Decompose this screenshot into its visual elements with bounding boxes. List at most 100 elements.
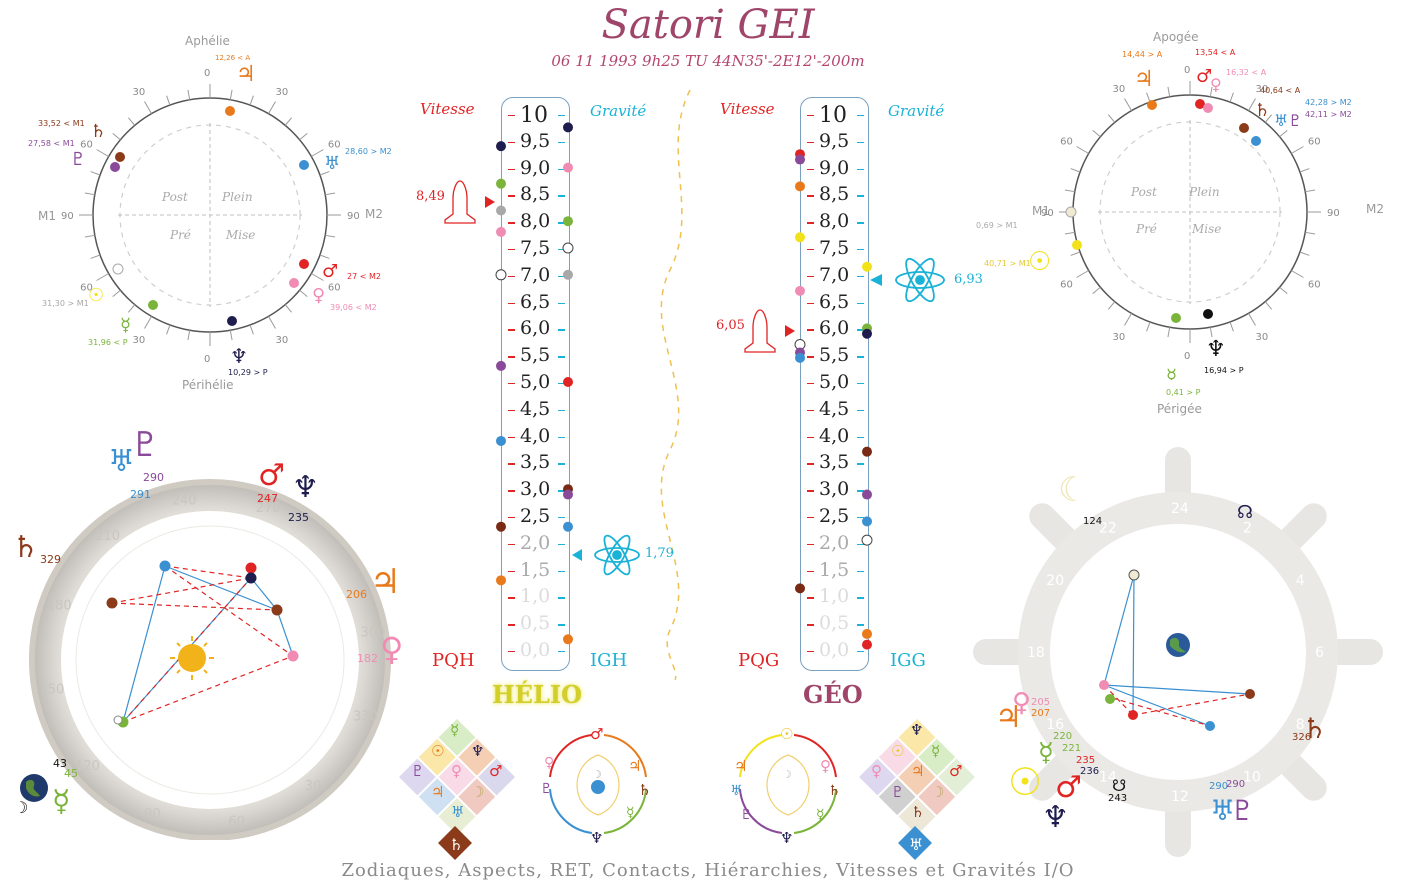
svg-text:♂: ♂: [590, 725, 603, 743]
geo-tick-red: [807, 275, 814, 278]
helio-tick-red: [508, 517, 515, 519]
geo-shuttle-value: 6,05: [716, 318, 745, 333]
ship-jupiter-degree: 207: [1031, 708, 1051, 719]
dial-degree-label: 30: [133, 87, 146, 98]
svg-text:☿: ☿: [1166, 366, 1177, 380]
geo-gauge-dot: [795, 181, 805, 192]
helio-tick-red: [508, 302, 515, 304]
dial-degree-label: 60: [80, 140, 93, 151]
geo-gauge-dot: [795, 154, 805, 165]
helio-gauge-dot: [562, 242, 574, 254]
dial-tick: [1229, 321, 1234, 332]
geo-gauge-dot: [862, 489, 872, 500]
helio-gauge-dot: [563, 489, 573, 500]
ship-node2-icon: ☋: [1112, 776, 1127, 795]
geo-tick-red: [807, 651, 814, 653]
helio-scale-tick-label: 5,5: [520, 344, 551, 367]
svg-text:♄: ♄: [449, 835, 463, 854]
helio-tick-cyan: [558, 329, 565, 331]
dial-degree-label: 30: [1256, 84, 1269, 95]
geo-tick-cyan: [857, 409, 864, 412]
geo-dial-right-label: M2: [1366, 202, 1384, 216]
helio-gravite-label: Gravité: [590, 102, 647, 120]
helio-tick-cyan: [558, 302, 565, 304]
dial-degree-label: 60: [1308, 280, 1321, 291]
helio-tick-cyan: [558, 222, 565, 224]
geo-tick-cyan: [857, 517, 864, 519]
dial-tick: [1305, 231, 1316, 235]
helio-tick-red: [508, 275, 515, 278]
ship-ring-number: 18: [1027, 645, 1045, 661]
dial-tick: [1107, 114, 1116, 123]
svg-text:♄: ♄: [638, 781, 651, 799]
helio-tick-cyan: [558, 168, 565, 170]
dial-degree-label: 60: [1308, 137, 1321, 148]
helio-tick-red: [508, 329, 515, 331]
geo-tick-cyan: [857, 463, 864, 465]
dial-tick: [112, 289, 121, 298]
dial-degree-label: 30: [1113, 84, 1126, 95]
dial-degree-label: 0: [204, 68, 210, 79]
svg-text:☿: ☿: [450, 721, 459, 739]
dial-tick: [311, 273, 324, 281]
dial-degree-label: 60: [80, 283, 93, 294]
dial-tick: [1070, 168, 1081, 173]
geo-scale-tick-label: 4,0: [819, 424, 850, 447]
geo-tick-red: [807, 570, 814, 572]
helio-gauge-dot: [496, 575, 506, 586]
dial-tick: [1064, 231, 1075, 235]
geo-tick-cyan: [857, 624, 864, 626]
geo-scale-tick-label: 3,0: [819, 478, 850, 501]
geo-tick-red: [807, 436, 814, 438]
svg-text:♇: ♇: [891, 783, 904, 801]
ship-wheel-spoke: [973, 639, 1033, 665]
helio-scale-tick-label: 4,0: [520, 424, 551, 447]
zodiac-ring-number: 150: [39, 682, 64, 697]
geo-tick-red: [807, 463, 814, 465]
helio-tick-red: [508, 249, 515, 251]
jupiter-icon: ♃: [370, 562, 401, 602]
geo-tick-cyan: [857, 570, 864, 572]
dial-tick: [84, 192, 95, 196]
helio-dial-right-label: M2: [365, 207, 383, 221]
helio-tick-red: [508, 168, 515, 170]
helio-gauge-dot: [496, 521, 506, 532]
geo-quadrant-pre: Pré: [1136, 222, 1157, 236]
svg-text:♄: ♄: [90, 121, 106, 142]
ship-ring-number: 2: [1243, 520, 1252, 536]
dial-tick: [319, 254, 330, 259]
svg-text:☿: ☿: [931, 742, 940, 760]
dial-tick: [229, 330, 233, 341]
ship-node-icon: ☊: [1237, 502, 1253, 523]
svg-text:♀: ♀: [544, 755, 554, 771]
dial-tick: [1107, 301, 1116, 310]
svg-text:♆: ♆: [590, 829, 603, 847]
venus-degree: 182: [357, 652, 378, 665]
helio-gauge-dot: [495, 269, 507, 281]
helio-tick-cyan: [558, 195, 565, 197]
helio-vitesse-label: Vitesse: [420, 100, 475, 118]
geo-scale-tick-label: 2,5: [819, 505, 850, 527]
dial-tick: [325, 234, 336, 238]
helio-tick-red: [508, 356, 515, 358]
helio-left-code: PQH: [432, 650, 475, 671]
dial-tick: [112, 132, 121, 141]
geo-tick-cyan: [857, 436, 864, 438]
earth-icon: [20, 774, 48, 802]
geo-tick-cyan: [857, 141, 864, 144]
pluto-degree: 290: [143, 471, 164, 484]
helio-gauge-dot: [563, 634, 573, 645]
geo-ann-uranus: 42,28 > M2: [1305, 98, 1352, 107]
ship-mercury-icon: ☿: [1038, 738, 1054, 768]
ship-mars-icon: ♂: [1055, 770, 1082, 805]
ship-ring-number: 14: [1099, 770, 1117, 786]
geo-tick-cyan: [857, 651, 864, 653]
helio-gauge-dot: [563, 269, 573, 280]
page-title: Satori GEI: [601, 2, 815, 48]
geo-scale-tick-label: 3,5: [819, 451, 850, 474]
svg-text:☽: ☽: [782, 768, 792, 781]
helio-tick-cyan: [558, 651, 565, 653]
ship-pluto-degree: 290: [1226, 779, 1246, 790]
dial-degree-label: 0: [204, 354, 210, 365]
